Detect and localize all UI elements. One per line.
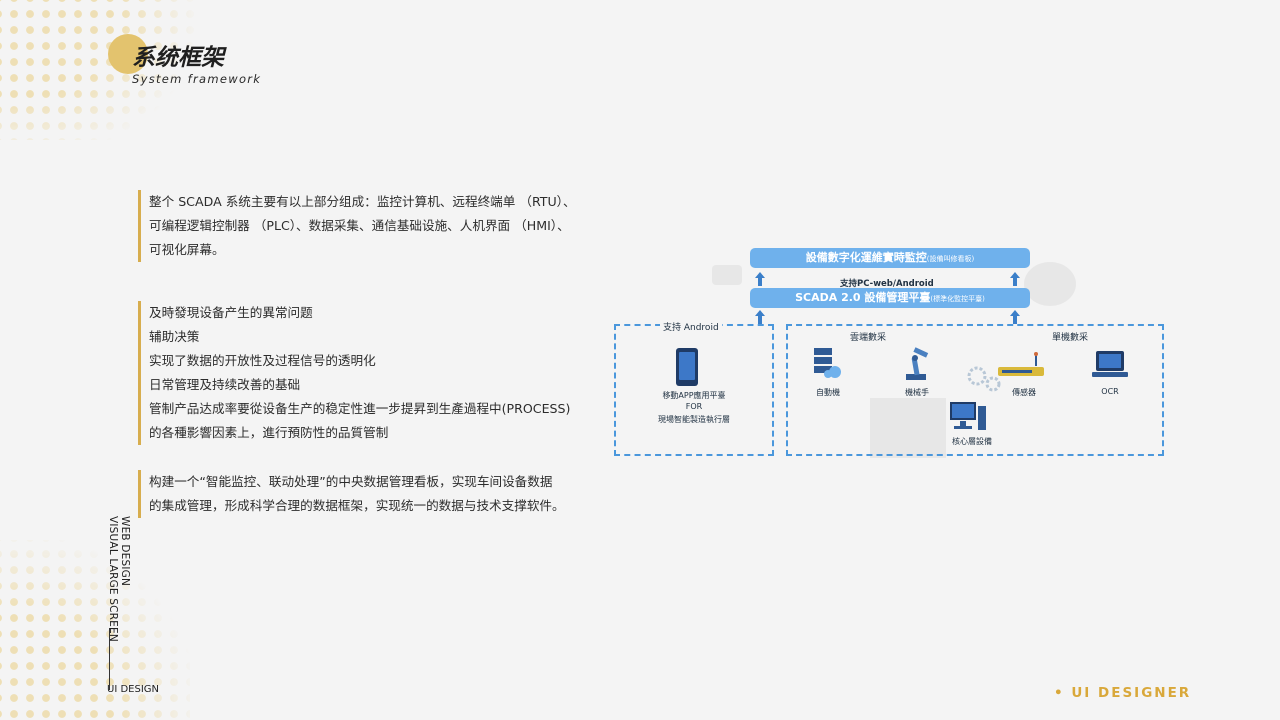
side-bottom-label: UI DESIGN [107, 684, 159, 695]
standalone-collection-label: 單機數采 [1052, 333, 1089, 343]
core-equipment-label: 核心層設備 [952, 437, 992, 446]
mobile-app-for: FOR [685, 402, 703, 411]
paragraph-line: 可视化屏幕。 [149, 242, 225, 257]
paragraph-line: 整个 SCADA 系统主要有以上部分组成：监控计算机、远程终端单 （RTU）、 [149, 194, 576, 209]
arrow-up-icon [1010, 272, 1020, 286]
scada-platform-label: SCADA 2.0 設備管理平臺 [795, 291, 931, 304]
dot-pattern-bottom-left [0, 540, 190, 720]
realtime-monitor-box: 設備數字化運維實時監控(設備叫修看板) [750, 248, 1030, 268]
scada-platform-box: SCADA 2.0 設備管理平臺(標準化監控平臺) [750, 288, 1030, 308]
dot-pattern-top-left [0, 0, 200, 140]
auto-machine-label: 自動機 [816, 388, 840, 397]
realtime-monitor-note: (設備叫修看板) [926, 255, 975, 263]
paragraph-line: 管制产品达成率要從设备生产的稳定性進一步提昇到生產過程中(PROCESS) [149, 401, 571, 416]
mobile-app-layer: 現場智能製造執行層 [658, 415, 730, 424]
background-bulb-ghost [1024, 262, 1076, 306]
robot-arm-label: 機械手 [905, 388, 929, 397]
paragraph-line: 构建一个“智能监控、联动处理”的中央数据管理看板，实现车间设备数据 [149, 474, 553, 489]
ocr-laptop-icon [1092, 351, 1128, 377]
paragraph-line: 的集成管理，形成科学合理的数据框架，实现统一的数据与技术支撑软件。 [149, 498, 565, 513]
paragraph-line: 可编程逻辑控制器 （PLC）、数据采集、通信基础设施、人机界面 （HMI）、 [149, 218, 570, 233]
footer-brand: • UI DESIGNER [1054, 685, 1192, 701]
mobile-phone-icon [676, 348, 698, 386]
android-group-title: 支持 Android [660, 320, 722, 333]
paragraph-dashboard: 构建一个“智能监控、联动处理”的中央数据管理看板，实现车间设备数据 的集成管理，… [138, 470, 608, 518]
background-device-ghost [712, 265, 742, 285]
paragraph-line: 实现了数据的开放性及过程信号的透明化 [149, 353, 376, 368]
mobile-app-label: 移動APP應用平臺 [662, 391, 726, 400]
side-vertical-label: WEB DESIGN VISUAL LARGE SCREEN [107, 516, 131, 642]
cloud-collection-label: 雲端數采 [850, 333, 887, 343]
server-cloud-icon [814, 348, 841, 378]
arrow-up-icon [1010, 310, 1020, 324]
title-accent-circle [108, 34, 148, 74]
arrow-up-icon [755, 310, 765, 324]
paragraph-benefits: 及時發現设备产生的異常问题 辅助决策 实现了数据的开放性及过程信号的透明化 日常… [138, 301, 608, 445]
page-subtitle: System framework [132, 72, 262, 86]
paragraph-line: 的各種影響因素上，進行預防性的品質管制 [149, 425, 389, 440]
desktop-computer-icon [950, 402, 986, 430]
arrow-up-icon [755, 272, 765, 286]
paragraph-line: 及時發現设备产生的異常问题 [149, 305, 313, 320]
page-title: 系统框架 [132, 45, 224, 71]
scada-architecture-diagram: 設備數字化運維實時監控(設備叫修看板) 支持PC-web/Android SCA… [612, 240, 1172, 465]
data-collection-group [786, 324, 1164, 456]
robot-arm-icon [906, 347, 929, 380]
support-pc-label: 支持PC-web/Android [840, 279, 934, 289]
background-panel-ghost [870, 398, 946, 458]
scada-platform-note: (標準化監控平臺) [930, 295, 985, 303]
ocr-label: OCR [1101, 387, 1119, 396]
side-label-web-design: WEB DESIGN [119, 516, 131, 587]
side-divider [109, 628, 110, 690]
paragraph-composition: 整个 SCADA 系统主要有以上部分组成：监控计算机、远程终端单 （RTU）、 … [138, 190, 608, 262]
sensor-label: 傳感器 [1012, 388, 1036, 397]
paragraph-line: 辅助决策 [149, 329, 200, 344]
gears-icon [967, 366, 1001, 392]
side-label-visual-large-screen: VISUAL LARGE SCREEN [107, 516, 119, 642]
sensor-router-icon [998, 352, 1044, 376]
paragraph-line: 日常管理及持续改善的基础 [149, 377, 301, 392]
realtime-monitor-label: 設備數字化運維實時監控 [805, 251, 927, 264]
